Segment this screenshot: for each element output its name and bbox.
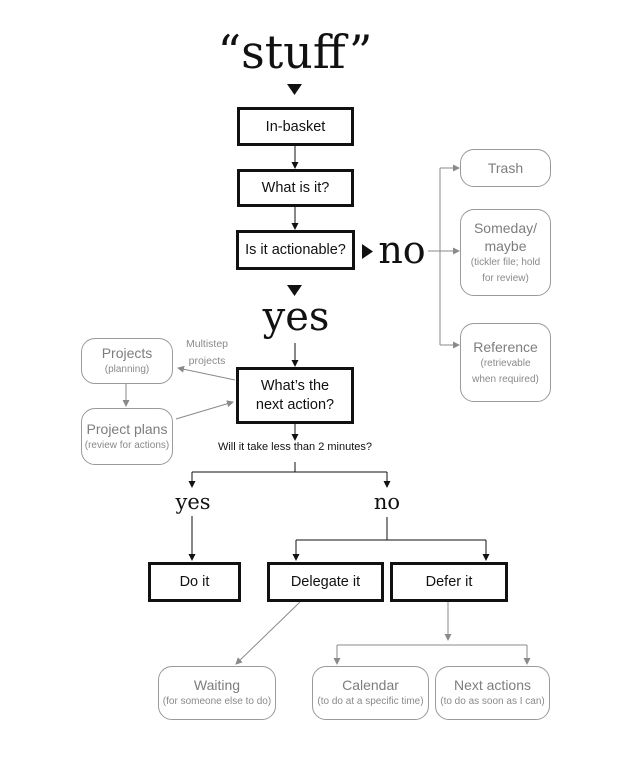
what-is-it-box: What is it? [237,169,354,207]
yes-small-label: yes [175,490,211,514]
reference-title: Reference [473,338,538,355]
projects-title: Projects [101,345,153,361]
next-action-label: What’s the next action? [255,377,335,413]
actionable-chevron [362,244,373,259]
defer-it-box: Defer it [390,562,508,602]
in-basket-box: In-basket [237,107,354,146]
defer-it-label: Defer it [425,574,473,590]
stuff-heading: “stuff” [217,25,373,79]
calendar-title: Calendar [342,677,399,693]
yes-heading: yes [262,294,330,340]
multistep-label: Multistep projects [185,338,228,367]
someday-maybe-title: Someday/ maybe [473,219,538,254]
do-it-box: Do it [148,562,241,602]
two-minute-question: Will it take less than 2 minutes? [217,441,373,453]
delegate-it-label: Delegate it [290,574,361,590]
do-it-label: Do it [179,574,210,590]
reference-sub: (retrievable when required) [472,357,539,385]
waiting-box: Waiting (for someone else to do) [158,666,276,720]
next-actions-box: Next actions (to do as soon as I can) [435,666,550,720]
next-actions-sub: (to do as soon as I can) [440,696,545,707]
stuff-chevron [287,84,302,95]
waiting-sub: (for someone else to do) [162,696,272,707]
no-small-label: no [373,490,401,514]
arrow-waiting [235,601,301,665]
arrow-plans-nextaction [175,400,234,420]
waiting-title: Waiting [193,677,241,693]
projects-box: Projects (planning) [81,338,173,384]
someday-maybe-box: Someday/ maybe (tickler file; hold for r… [460,209,551,296]
projects-sub: (planning) [104,364,150,375]
delegate-it-box: Delegate it [267,562,384,602]
reference-box: Reference (retrievable when required) [460,323,551,402]
in-basket-label: In-basket [265,118,326,135]
calendar-sub: (to do at a specific time) [317,696,424,707]
arrow-to-projects [177,365,236,381]
no-heading: no [378,228,426,272]
next-action-box: What’s the next action? [236,367,354,424]
calendar-box: Calendar (to do at a specific time) [312,666,429,720]
is-actionable-label: Is it actionable? [245,242,346,258]
what-is-it-label: What is it? [261,180,330,196]
is-actionable-box: Is it actionable? [236,230,355,270]
project-plans-sub: (review for actions) [84,439,170,451]
project-plans-title: Project plans [86,420,168,437]
yes-chevron [287,285,302,296]
next-actions-title: Next actions [453,677,532,693]
someday-maybe-sub: (tickler file; hold for review) [470,256,541,284]
trash-label: Trash [487,160,524,176]
project-plans-box: Project plans (review for actions) [81,408,173,465]
trash-box: Trash [460,149,551,187]
